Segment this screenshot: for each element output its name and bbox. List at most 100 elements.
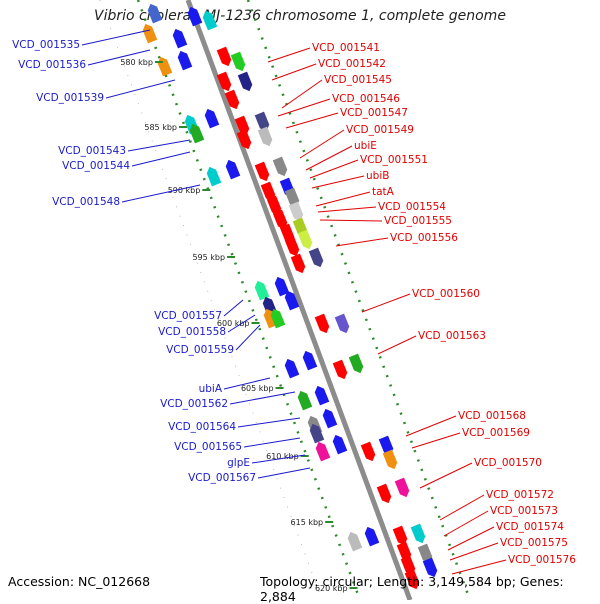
- right-gene-label: VCD_001569: [462, 427, 530, 439]
- right-leader-line: [405, 415, 457, 437]
- tick-label: 595 kbp: [192, 253, 225, 262]
- gene-arrow: [272, 156, 288, 177]
- right-gene-label: VCD_001576: [508, 554, 576, 566]
- gene-arrow: [394, 477, 410, 498]
- gene-arrow: [309, 423, 325, 444]
- right-gene-label: VCD_001547: [340, 107, 408, 119]
- left-gene-label: glpE: [227, 457, 250, 469]
- right-leader-line: [281, 79, 323, 109]
- gene-arrow: [224, 89, 240, 110]
- gene-arrow: [254, 111, 270, 132]
- tick-label: 605 kbp: [241, 384, 274, 393]
- gene-arrow: [315, 441, 331, 462]
- gene-arrow: [314, 313, 330, 334]
- right-leader-line: [317, 206, 377, 213]
- gene-arrow: [334, 313, 350, 334]
- right-leader-line: [335, 237, 389, 247]
- right-gene-label: VCD_001545: [324, 74, 392, 86]
- left-leader-line: [87, 49, 151, 66]
- tick-label: 615 kbp: [291, 518, 324, 527]
- left-gene-label: VCD_001544: [62, 160, 130, 172]
- left-labels: VCD_001535VCD_001536VCD_001539VCD_001543…: [12, 29, 311, 484]
- gene-arrow: [288, 201, 304, 222]
- right-dotted-track: [246, 0, 472, 600]
- gene-arrow: [314, 385, 330, 406]
- right-leader-line: [267, 47, 311, 63]
- gene-arrow: [347, 531, 363, 552]
- gene-arrow: [360, 441, 376, 462]
- gene-arrow: [382, 449, 398, 470]
- gene-arrow: [378, 435, 394, 456]
- right-gene-label: VCD_001563: [418, 330, 486, 342]
- left-gene-label: VCD_001548: [52, 196, 120, 208]
- right-leader-line: [299, 129, 345, 159]
- left-leader-line: [229, 391, 296, 405]
- dotted-tracks: [99, 0, 472, 600]
- left-gene-label: VCD_001558: [158, 326, 226, 338]
- gene-arrow: [216, 71, 232, 92]
- left-gene-label: VCD_001559: [166, 344, 234, 356]
- right-leader-line: [285, 112, 339, 129]
- left-leader-line: [121, 184, 201, 203]
- right-gene-label: VCD_001551: [360, 154, 428, 166]
- tick-label: 600 kbp: [217, 319, 250, 328]
- gene-arrow: [332, 359, 348, 380]
- gene-arrow: [417, 543, 433, 564]
- right-gene-label: VCD_001568: [458, 410, 526, 422]
- right-gene-label: VCD_001542: [318, 58, 386, 70]
- right-leader-line: [315, 191, 371, 207]
- right-gene-label: ubiE: [354, 140, 377, 152]
- left-leader-line: [223, 299, 244, 317]
- gene-arrow: [206, 166, 222, 187]
- gene-arrow: [270, 308, 286, 329]
- right-gene-label: ubiB: [366, 170, 389, 182]
- gene-arrow: [392, 525, 408, 546]
- gene-arrow: [376, 483, 392, 504]
- gene-arrow: [400, 555, 416, 576]
- gene-arrow: [254, 161, 270, 182]
- gene-arrow: [284, 358, 300, 379]
- gene-arrow: [254, 280, 270, 301]
- left-leader-line: [235, 324, 261, 351]
- kbp-ticks: 580 kbp 585 kbp 590 kbp 595 kbp 600 kbp 605 k…: [120, 58, 358, 593]
- gene-arrow: [284, 290, 300, 311]
- right-gene-label: VCD_001556: [390, 232, 458, 244]
- right-gene-label: VCD_001572: [486, 489, 554, 501]
- gene-arrow: [260, 181, 276, 202]
- gene-arrow: [332, 434, 348, 455]
- right-leader-line: [305, 145, 353, 171]
- right-gene-label: VCD_001554: [378, 201, 446, 213]
- gene-arrow: [230, 51, 246, 72]
- gene-arrow: [187, 6, 203, 27]
- genome-axis: [185, 0, 413, 600]
- gene-arrow: [297, 229, 313, 250]
- right-leader-line: [411, 432, 461, 449]
- gene-arrow: [410, 523, 426, 544]
- tick-label: 585 kbp: [144, 123, 177, 132]
- gene-arrow: [404, 569, 420, 590]
- gene-arrow: [422, 557, 438, 578]
- right-gene-label: VCD_001549: [346, 124, 414, 136]
- tick-label: 580 kbp: [120, 58, 153, 67]
- right-gene-label: VCD_001546: [332, 93, 400, 105]
- gene-arrow: [257, 126, 273, 147]
- right-gene-label: VCD_001541: [312, 42, 380, 54]
- tick-label: 590 kbp: [168, 186, 201, 195]
- gene-arrow: [308, 247, 324, 268]
- left-leader-line: [251, 454, 306, 464]
- right-leader-line: [439, 494, 485, 521]
- left-leader-line: [81, 29, 151, 46]
- right-leader-line: [309, 159, 359, 179]
- accession-text: Accession: NC_012668: [8, 574, 151, 589]
- right-leader-line: [361, 293, 411, 313]
- gene-arrow: [202, 10, 218, 31]
- gene-arrow: [147, 3, 163, 24]
- left-gene-label: VCD_001535: [12, 39, 80, 51]
- right-leader-line: [449, 542, 499, 561]
- gene-arrow: [236, 129, 252, 150]
- right-leader-line: [447, 526, 495, 551]
- right-gene-label: VCD_001555: [384, 215, 452, 227]
- gene-arrow: [290, 253, 306, 274]
- gene-arrow: [272, 209, 288, 230]
- gene-arrow: [284, 236, 300, 257]
